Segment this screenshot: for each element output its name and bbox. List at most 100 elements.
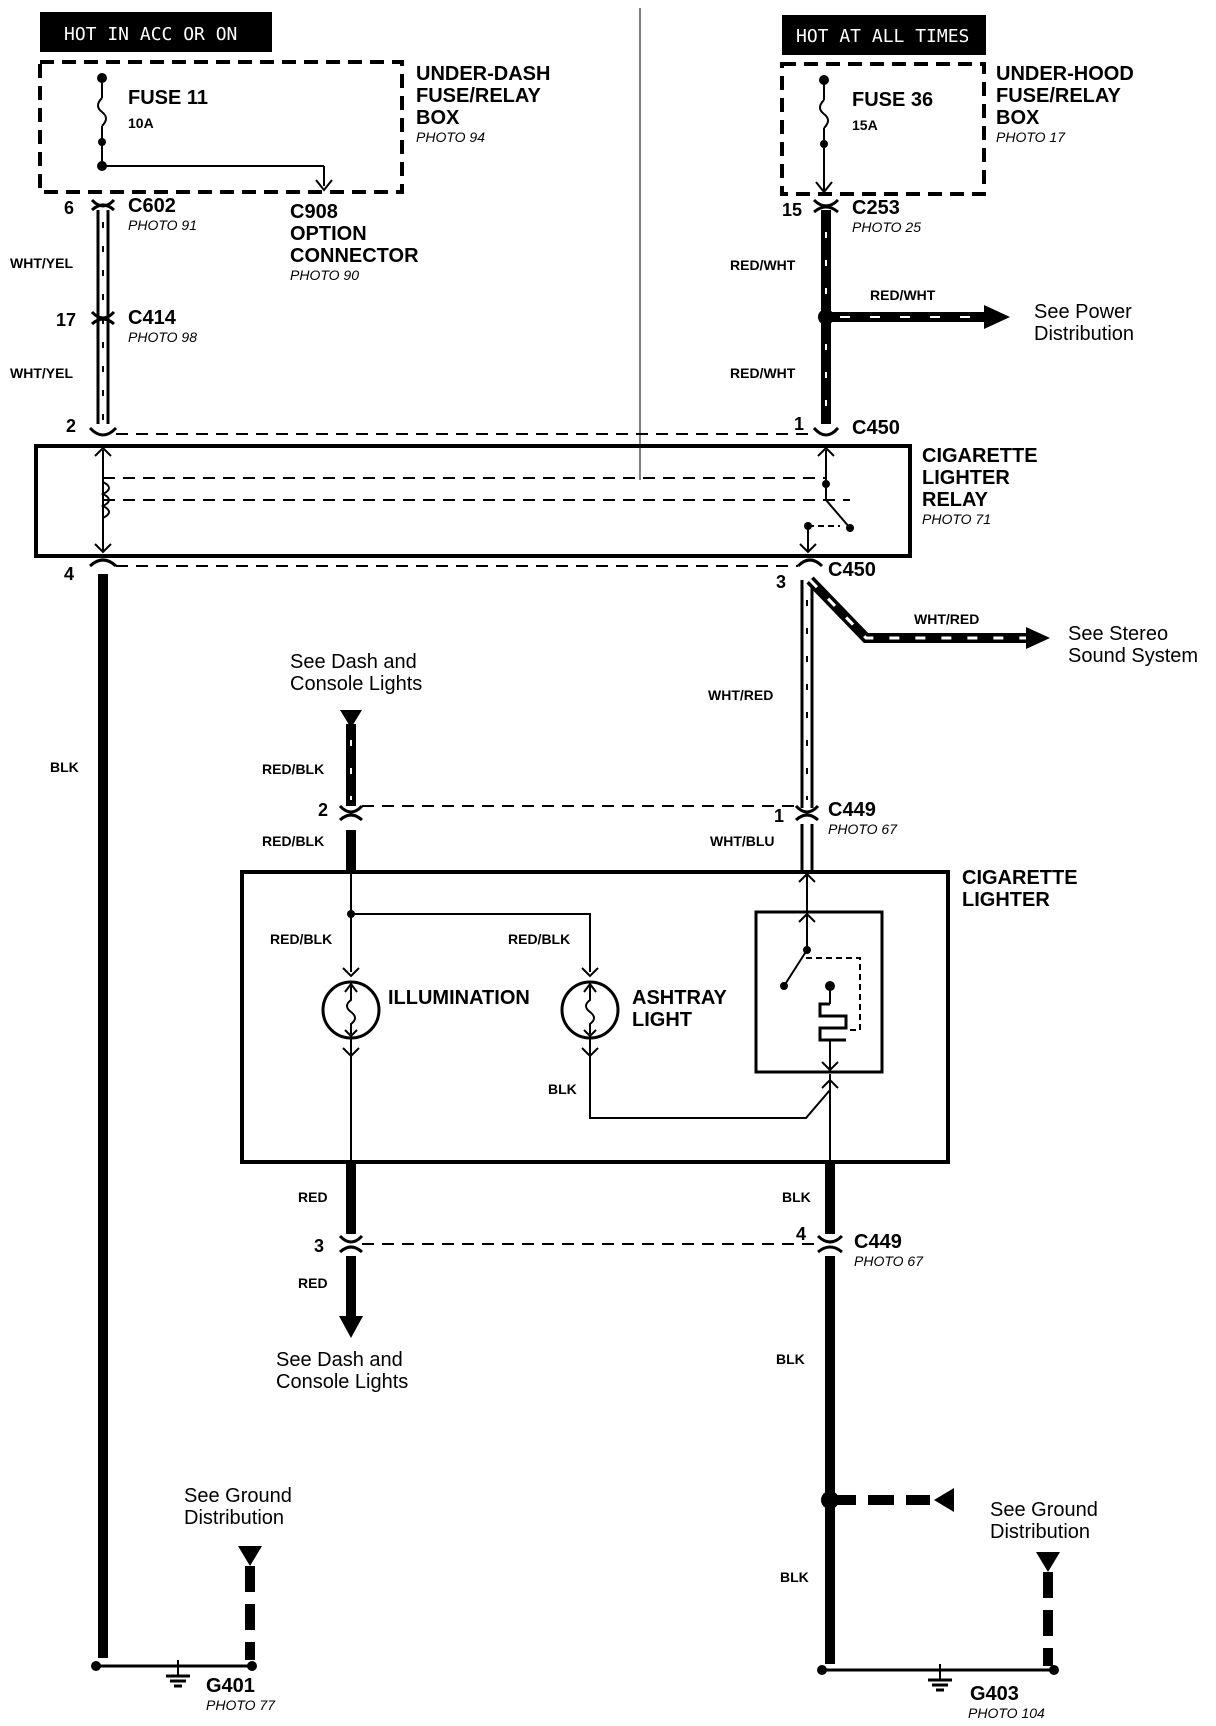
wire-label-blk-ashtray: BLK [548,1081,577,1097]
connector-c450-top: 2 1 C450 [66,414,900,439]
under-dash-title: UNDER-DASH FUSE/RELAY BOX PHOTO 94 [416,63,550,145]
wire-label-red-blk-2: RED/BLK [262,833,324,849]
c602-name: C602 [128,195,176,217]
c449-top-photo: PHOTO 67 [828,821,898,837]
wire-label-blk-r1: BLK [782,1189,811,1205]
c908-photo: PHOTO 90 [290,267,359,283]
banner-right: HOT AT ALL TIMES [782,15,986,55]
g403-photo: PHOTO 104 [968,1705,1045,1721]
note-power-dist-1: See Power [1034,301,1132,323]
banner-right-text: HOT AT ALL TIMES [796,26,969,47]
under-hood-photo: PHOTO 17 [996,129,1066,145]
connector-c414: 17 C414 PHOTO 98 [56,307,197,345]
c449-bottom-name: C449 [854,1231,902,1253]
c450-bottom-pin-right: 3 [776,572,786,592]
connector-c602: 6 C602 PHOTO 91 [64,195,197,233]
ground-g401: G401 PHOTO 77 [91,1660,276,1713]
under-hood-title-3: BOX [996,107,1040,129]
connector-c253: 15 C253 PHOTO 25 [782,197,921,235]
connector-c450-bottom: 4 3 C450 [64,558,876,592]
c414-photo: PHOTO 98 [128,329,197,345]
fuse-36-name: FUSE 36 [852,89,933,111]
c414-pin: 17 [56,310,76,330]
ashtray-label-1: ASHTRAY [632,987,727,1009]
cigarette-lighter-title: CIGARETTE LIGHTER [962,867,1078,911]
wire-red-lower [339,1164,363,1338]
under-dash-box [38,60,404,194]
ground-g403: G403 PHOTO 104 [817,1664,1059,1721]
note-ground-right-2: Distribution [990,1521,1090,1543]
branch-ground-right: See Ground Distribution [821,1488,1098,1666]
illumination-label: ILLUMINATION [388,987,530,1009]
c449-bottom-pin-right: 4 [796,1224,806,1244]
g401-photo: PHOTO 77 [206,1697,276,1713]
c602-photo: PHOTO 91 [128,217,197,233]
c253-name: C253 [852,197,900,219]
c450-top-pin-left: 2 [66,416,76,436]
wire-label-red-wht-2: RED/WHT [730,365,796,381]
under-hood-box [780,62,986,196]
banner-left: HOT IN ACC OR ON [40,12,272,52]
note-stereo-2: Sound System [1068,645,1198,667]
note-ground-left-1: See Ground [184,1485,292,1507]
wire-label-red-blk-1: RED/BLK [262,761,324,777]
c908-label: C908 OPTION CONNECTOR PHOTO 90 [290,201,419,283]
wire-label-blk-left: BLK [50,759,79,775]
note-power-dist-2: Distribution [1034,323,1134,345]
cigarette-lighter-box [240,870,950,1164]
wire-label-wht-yel-1: WHT/YEL [10,255,73,271]
note-dash-top-1: See Dash and [290,651,417,673]
under-hood-title-2: FUSE/RELAY [996,85,1122,107]
under-hood-title: UNDER-HOOD FUSE/RELAY BOX PHOTO 17 [996,63,1134,145]
c253-photo: PHOTO 25 [852,219,921,235]
note-dash-bottom-2: Console Lights [276,1371,408,1393]
fuse-36: FUSE 36 15A [815,75,933,194]
relay-title: CIGARETTE LIGHTER RELAY PHOTO 71 [922,445,1038,527]
branch-power-distribution: RED/WHT See Power Distribution [818,287,1134,345]
g401-name: G401 [206,1675,255,1697]
relay-photo: PHOTO 71 [922,511,991,527]
wire-label-red-1: RED [298,1189,328,1205]
fuse-11-name: FUSE 11 [128,87,208,109]
wire-red-blk [340,710,362,872]
c908-name-1: C908 [290,201,338,223]
wire-label-wht-red-branch: WHT/RED [914,611,979,627]
branch-ground-left: See Ground Distribution [184,1485,292,1660]
under-dash-title-3: BOX [416,107,460,129]
c449-top-pin-left: 2 [318,800,328,820]
c449-bottom-photo: PHOTO 67 [854,1253,924,1269]
note-ground-right-1: See Ground [990,1499,1098,1521]
under-dash-title-2: FUSE/RELAY [416,85,542,107]
connector-c449-top: 2 1 C449 PHOTO 67 [318,799,898,837]
lighter-title-1: CIGARETTE [962,867,1078,889]
ashtray-label-2: LIGHT [632,1009,692,1031]
note-ground-left-2: Distribution [184,1507,284,1529]
wire-label-wht-red-1: WHT/RED [708,687,773,703]
c450-top-pin-right: 1 [794,414,804,434]
under-dash-photo: PHOTO 94 [416,129,485,145]
note-dash-bottom-1: See Dash and [276,1349,403,1371]
c908-name-3: CONNECTOR [290,245,419,267]
lighter-title-2: LIGHTER [962,889,1050,911]
c908-name-2: OPTION [290,223,367,245]
c450-top-name: C450 [852,417,900,439]
under-dash-title-1: UNDER-DASH [416,63,550,85]
wire-label-wht-blu: WHT/BLU [710,833,775,849]
relay-title-3: RELAY [922,489,989,511]
note-dash-top-2: Console Lights [290,673,422,695]
connector-c449-bottom: 3 4 C449 PHOTO 67 [314,1224,924,1269]
relay [34,444,912,558]
wire-label-blk-r3: BLK [780,1569,809,1585]
under-hood-title-1: UNDER-HOOD [996,63,1134,85]
c449-top-name: C449 [828,799,876,821]
note-stereo-1: See Stereo [1068,623,1168,645]
c450-bottom-name: C450 [828,559,876,581]
wire-label-wht-yel-2: WHT/YEL [10,365,73,381]
c449-bottom-pin-left: 3 [314,1236,324,1256]
wire-label-red-wht-1: RED/WHT [730,257,796,273]
wire-wht-blu [800,824,814,872]
wire-label-red-blk-3: RED/BLK [270,931,332,947]
banner-left-text: HOT IN ACC OR ON [64,24,237,45]
relay-title-2: LIGHTER [922,467,1010,489]
